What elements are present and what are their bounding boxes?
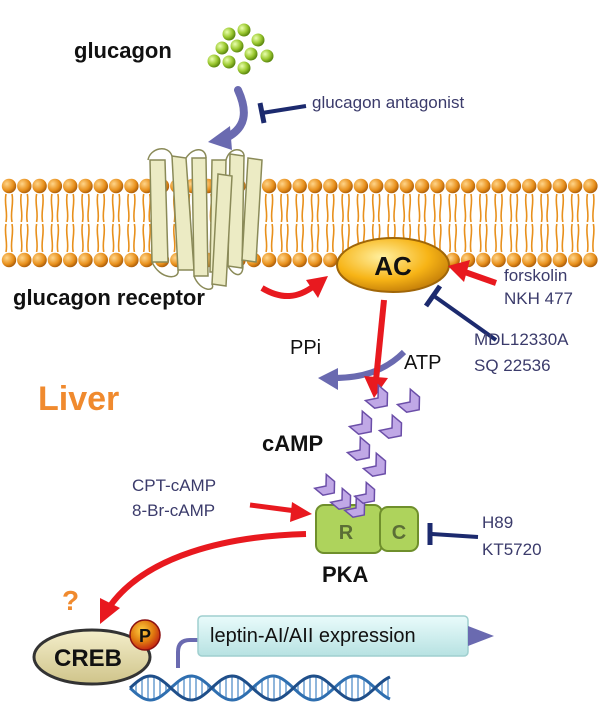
nkh477-label: NKH 477	[504, 289, 573, 308]
glucagon-particles-icon	[207, 23, 274, 75]
atp-label: ATP	[404, 352, 441, 374]
receptor-to-ac-arrow	[260, 276, 328, 299]
leptin-expression-label: leptin-AI/AII expression	[210, 625, 416, 647]
glucagon-label: glucagon	[74, 38, 172, 63]
pka-catalytic-subunit	[379, 506, 419, 552]
camp-analog-activation-arrow	[249, 502, 312, 522]
pka-c-label: C	[392, 522, 406, 544]
dna-helix-icon	[128, 674, 391, 702]
pka-inhibition-line	[427, 523, 479, 545]
ac-inhibition-line	[423, 284, 498, 342]
camp-label: cAMP	[262, 431, 323, 456]
sq22536-label: SQ 22536	[474, 356, 551, 375]
creb-label: CREB	[54, 645, 122, 672]
bound-camp-icon	[313, 472, 376, 519]
pka-label: PKA	[322, 562, 369, 587]
ppi-label: PPi	[290, 337, 321, 359]
ac-to-camp-arrow	[364, 299, 388, 398]
ac-label: AC	[374, 251, 412, 281]
phosphate-icon	[129, 619, 161, 651]
pka-r-label: R	[339, 522, 354, 544]
forskolin-activation-arrow	[448, 260, 497, 286]
pka-complex	[315, 504, 419, 554]
antagonist-inhibition-line	[257, 102, 307, 124]
kt5720-label: KT5720	[482, 540, 542, 559]
mdl12330a-label: MDL12330A	[474, 330, 569, 349]
atp-to-ppi-arrow	[318, 349, 407, 390]
cell-membrane	[1, 178, 598, 268]
creb-protein	[32, 628, 152, 686]
pka-to-creb-arrow	[100, 531, 307, 624]
glucagon-binding-arrow	[208, 86, 248, 150]
h89-label: H89	[482, 513, 513, 532]
glucagon-receptor-icon	[147, 148, 263, 290]
transcription-arrow-icon	[468, 626, 494, 646]
forskolin-label: forskolin	[504, 266, 567, 285]
adenylyl-cyclase	[336, 237, 450, 293]
question-mark: ?	[62, 585, 79, 616]
glucagon-receptor-label: glucagon receptor	[13, 285, 205, 310]
liver-label: Liver	[38, 380, 119, 418]
camp-molecules-icon	[345, 383, 421, 478]
leptin-expression-box	[176, 615, 494, 668]
phosphate-label: P	[139, 626, 151, 646]
8br-camp-label: 8-Br-cAMP	[132, 501, 215, 520]
promoter-arrow	[176, 638, 200, 668]
glucagon-antagonist-label: glucagon antagonist	[312, 93, 464, 112]
cpt-camp-label: CPT-cAMP	[132, 476, 216, 495]
